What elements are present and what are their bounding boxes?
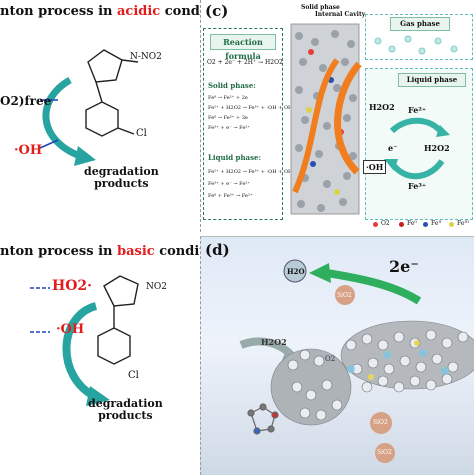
liquid-reaction-1: Fe²⁺ + H2O2 → Fe³⁺ + ·OH + OH⁻ xyxy=(208,169,296,175)
top-title: nton process in acidic condition xyxy=(0,4,234,19)
reaction-formula-title: Reaction formula xyxy=(210,34,276,61)
reaction-formula-equation: O2 + 2e⁻ + 2H⁺ → H2O2 xyxy=(207,59,283,66)
solid-reaction-4: Fe³⁺ + e⁻ → Fe²⁺ xyxy=(208,125,250,131)
bottom-title-highlight: basic xyxy=(116,244,155,259)
internal-cavity-label: Internal Cavity xyxy=(315,11,366,18)
liquid-phase-title: Liquid phase: xyxy=(208,153,262,162)
legend-fe0: Fe⁰ xyxy=(407,220,417,227)
panel-c-label: (c) xyxy=(205,2,229,20)
top-molecule-diagram xyxy=(39,49,139,166)
legend-fe3: Feᴵᴵᴵ xyxy=(457,220,469,227)
panel-d: (d) xyxy=(200,236,474,475)
bottom-title-prefix: nton process in xyxy=(0,244,117,259)
gas-phase-box: Gas phase xyxy=(365,14,473,60)
panel-d-illustration xyxy=(239,259,474,463)
top-title-highlight: acidic xyxy=(116,4,161,19)
bottom-species-oh: ·OH xyxy=(56,322,85,337)
h2o2-label: H2O2 xyxy=(261,337,287,347)
top-product: degradation products xyxy=(84,166,159,190)
bottom-title: nton process in basic condition xyxy=(0,244,228,259)
top-title-prefix: nton process in xyxy=(0,4,117,19)
bottom-chloro-label: Cl xyxy=(128,370,139,381)
bottom-product-line1: degradation xyxy=(88,397,163,410)
electrons-label: 2e⁻ xyxy=(389,257,419,276)
h2o-label: H2O xyxy=(287,267,305,276)
electron-label: e⁻ xyxy=(388,143,398,153)
legend-fe3-swatch xyxy=(449,222,454,227)
left-panel: nton process in acidic condition N-NO2 C… xyxy=(0,0,234,474)
top-chloro-label: Cl xyxy=(136,128,147,139)
liquid-phase-box: Liquid phase Fe²⁺ H2O2 e⁻ Fe³⁺ xyxy=(365,68,473,220)
gas-phase-label: Gas phase xyxy=(390,17,450,31)
liquid-reaction-3: Fe⁰ + Fe³⁺ → Fe²⁺ xyxy=(208,193,253,199)
h2o2-left-label: H2O2 xyxy=(369,102,395,112)
sio2-label-bottom: SiO2 xyxy=(377,449,392,456)
bottom-molecule-diagram xyxy=(30,275,139,406)
panel-c: (c) Reaction formula O2 + 2e⁻ + 2H⁺ → H2… xyxy=(200,0,474,232)
legend-o2-swatch xyxy=(373,222,378,227)
legend-fe2: Feᴵᴵ xyxy=(431,220,442,227)
bottom-product: degradation products xyxy=(88,398,163,422)
legend-fe2-swatch xyxy=(423,222,428,227)
fe3-label: Fe³⁺ xyxy=(408,181,427,191)
top-species-oh: ·OH xyxy=(14,143,43,158)
h2o2-right-label: H2O2 xyxy=(424,143,450,153)
bottom-nitro-label: NO2 xyxy=(146,282,167,292)
liquid-reaction-2: Fe³⁺ + e⁻ → Fe²⁺ xyxy=(208,181,250,187)
nanotube-illustration xyxy=(290,23,362,215)
sio2-label-2: SiO2 xyxy=(373,419,388,426)
bottom-species-ho2: HO2· xyxy=(52,278,93,294)
solid-reaction-1: Fe⁰ → Fe²⁺ + 2e xyxy=(208,95,248,101)
legend: O2 Fe⁰ Feᴵᴵ Feᴵᴵᴵ xyxy=(361,220,473,230)
solid-reaction-2: Fe²⁺ + H2O2 → Fe³⁺ + ·OH + OH xyxy=(208,105,293,111)
solid-phase-header: Solid phase Internal Cavity xyxy=(301,4,375,24)
o2-label: O2 xyxy=(325,355,336,363)
solid-phase-title: Solid phase: xyxy=(208,81,256,90)
oh-label: ·OH xyxy=(363,160,387,174)
bottom-product-line2: products xyxy=(98,409,153,422)
reaction-formula-box: Reaction formula O2 + 2e⁻ + 2H⁺ → H2O2 S… xyxy=(203,28,295,220)
sio2-label-1: SiO2 xyxy=(337,292,352,299)
legend-o2: O2 xyxy=(381,220,390,227)
top-product-line2: products xyxy=(94,177,149,190)
panel-d-label: (d) xyxy=(205,241,230,259)
solid-reaction-3: Fe⁰ → Fe³⁺ + 3e xyxy=(208,115,248,121)
fe2-label: Fe²⁺ xyxy=(408,105,427,115)
top-species-free: O2)free xyxy=(0,94,52,108)
top-nitro-label: N-NO2 xyxy=(130,52,162,62)
fe-cycle-diagram xyxy=(384,117,450,180)
legend-fe0-swatch xyxy=(399,222,404,227)
liquid-phase-label: Liquid phase xyxy=(398,73,466,87)
top-product-line1: degradation xyxy=(84,165,159,178)
solid-phase-label: Solid phase xyxy=(301,4,340,11)
gas-bubbles xyxy=(374,35,458,55)
